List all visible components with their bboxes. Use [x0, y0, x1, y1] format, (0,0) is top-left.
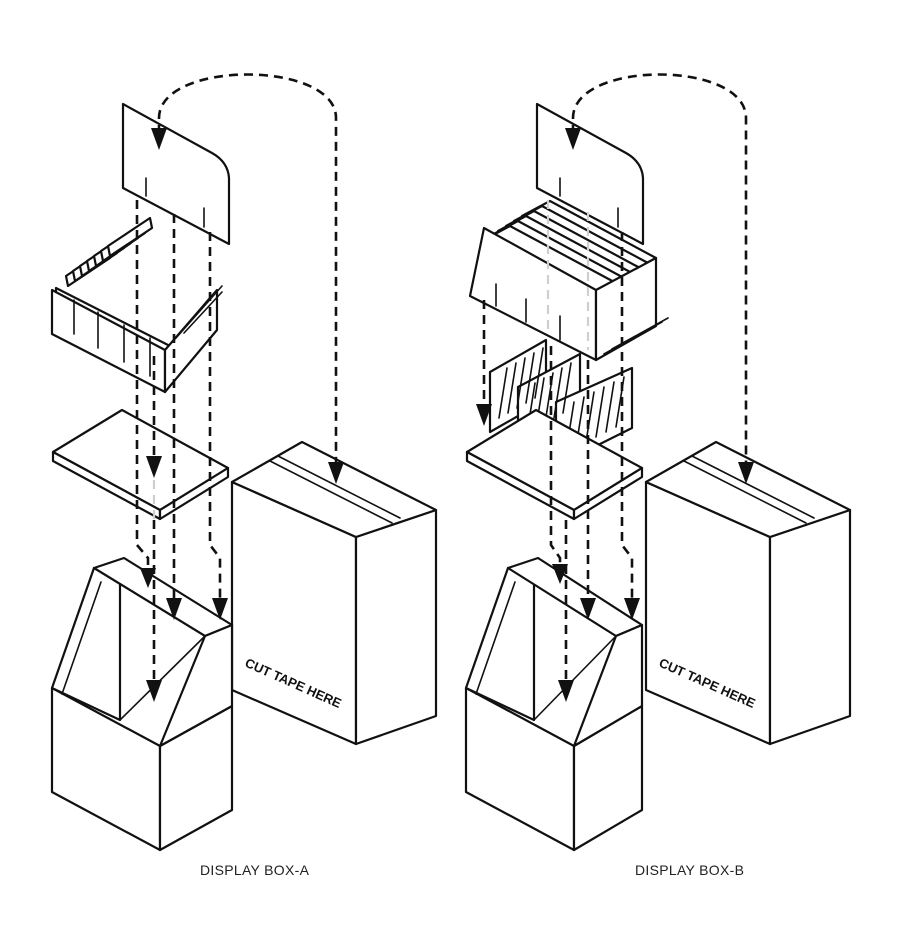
- caption-display-box-a: DISPLAY BOX-A: [200, 862, 310, 878]
- lid-box-b: CUT TAPE HERE: [644, 440, 852, 746]
- header-card-a: [121, 102, 231, 246]
- divider-stack-a: [50, 216, 223, 394]
- shelf-b: [465, 408, 644, 521]
- display-box-b: [464, 556, 644, 852]
- header-card-b: [535, 102, 645, 246]
- assembly-arrows-b: [476, 73, 754, 702]
- caption-display-box-b: DISPLAY BOX-B: [635, 862, 745, 878]
- display-box-a-assembly: CUT TAPE HERE: [50, 73, 438, 852]
- divider-stack-b: [468, 199, 669, 362]
- assembly-arrows-a: [135, 73, 344, 702]
- shelf-a: [51, 408, 230, 521]
- display-box-a: [50, 556, 234, 852]
- display-box-b-assembly: CUT TAPE HERE: [464, 73, 852, 852]
- lid-box-a: CUT TAPE HERE: [230, 440, 438, 746]
